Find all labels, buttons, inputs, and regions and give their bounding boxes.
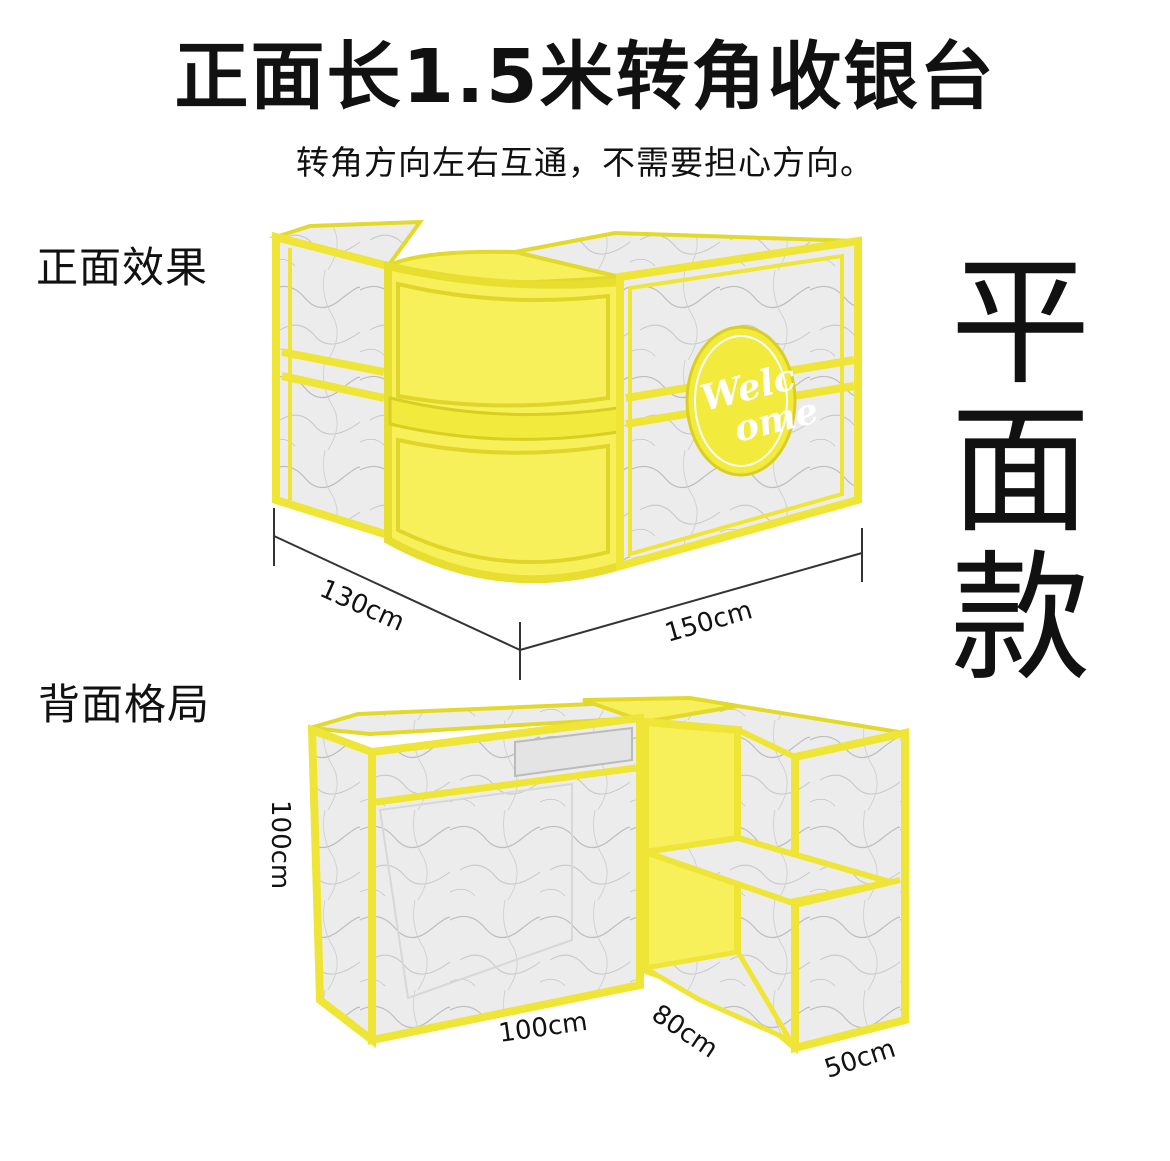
side-char-2: 面	[950, 390, 1091, 553]
back-view-label: 背面格局	[38, 680, 211, 729]
front-view-label: 正面效果	[36, 243, 209, 292]
back-right-bottom	[637, 949, 797, 1046]
back-left-inner-wall	[378, 782, 573, 1000]
back-left-side	[307, 724, 376, 1049]
front-counter: Welc ome	[268, 219, 862, 584]
front-dimensions	[273, 508, 863, 680]
front-left-stripe-2	[281, 372, 385, 402]
page-title: 正面长1.5米转角收银台	[174, 34, 996, 120]
front-right-inner	[628, 253, 844, 557]
back-left-cavity	[368, 713, 644, 1045]
back-mid-width-dimension: 80cm	[646, 999, 723, 1065]
back-counter	[307, 695, 909, 1055]
side-char-1: 平	[950, 242, 1091, 405]
front-curve-upper-rim	[396, 281, 610, 408]
back-right-shelf-front	[794, 877, 901, 908]
back-left-shelf-edge	[375, 764, 637, 806]
front-left-stripe-1	[281, 348, 385, 376]
front-length-dimension: 150cm	[662, 595, 756, 648]
front-curve-lower-rim	[396, 437, 610, 564]
front-depth-dimension: 130cm	[315, 574, 409, 638]
side-char-3: 款	[950, 538, 1091, 701]
back-height-dimension: 100cm	[265, 800, 295, 889]
flat-style-label: 平 面 款	[938, 250, 1103, 694]
page-subtitle: 转角方向左右互通，不需要担心方向。	[296, 143, 874, 182]
back-drawer	[514, 726, 633, 778]
welcome-sign	[685, 325, 797, 477]
welcome-sign-ring	[694, 335, 788, 467]
